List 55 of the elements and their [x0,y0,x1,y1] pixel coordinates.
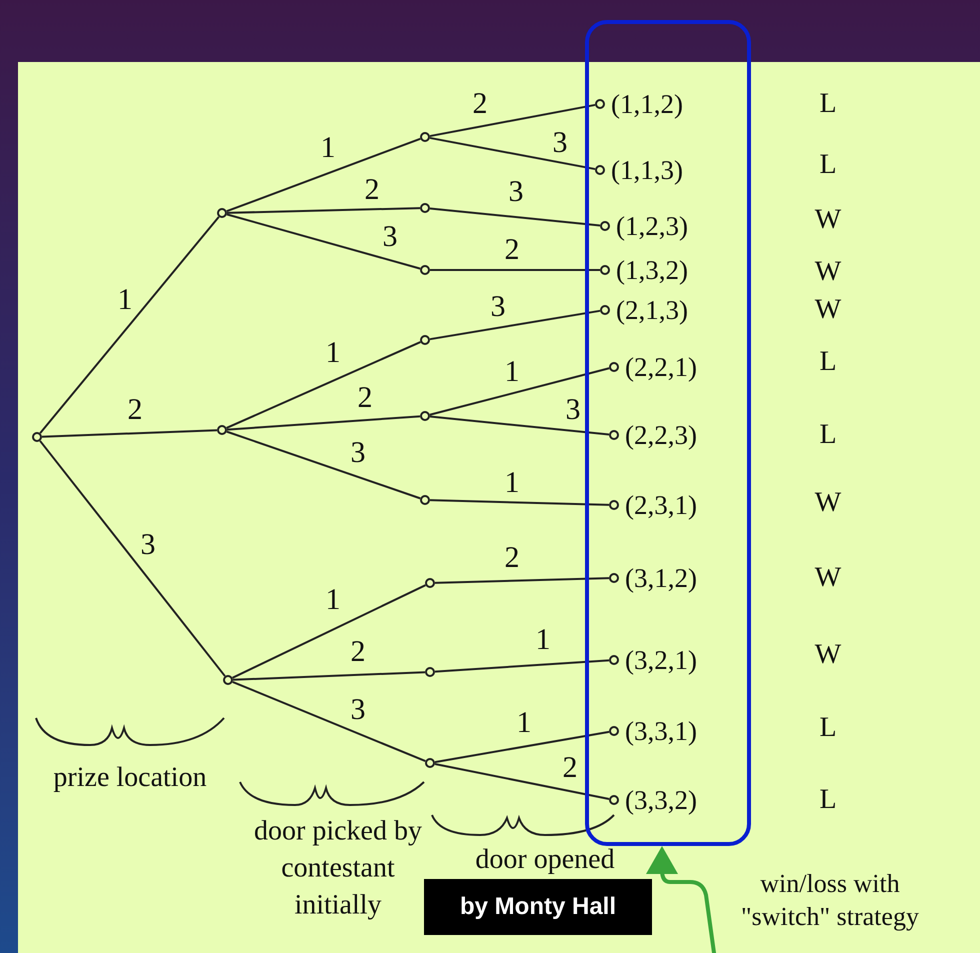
outcome-label: (3,3,1) [609,715,697,747]
outcome-label: (3,2,1) [609,644,697,676]
connector-line [226,138,421,212]
connector-line [39,216,220,434]
outcome-letter: L [818,87,838,121]
connector-line [430,416,610,436]
connector-line [232,671,426,681]
connector-line [430,208,600,226]
caption-tag: by Monty Hall [424,879,652,935]
outcome-letter: L [818,711,838,745]
outcome-label: (1,3,2) [600,254,688,286]
stage-caption: door picked by contestant initially [253,814,423,922]
outcome-label: (3,3,2) [609,784,697,816]
connector-line [226,430,421,500]
connector-line [430,136,596,170]
highlight-frame [585,20,751,846]
connector-line [232,680,426,762]
stage-caption: win/loss with "switch" strategy [740,868,920,933]
connector-line [434,577,610,584]
outcome-label: (2,3,1) [609,489,697,521]
connector-line [226,341,421,429]
outcome-label: (1,1,2) [595,88,683,120]
connector-line [434,659,610,673]
connector-line [226,415,420,431]
outcome-label: (1,2,3) [600,210,688,242]
connector-line [646,846,717,953]
outcome-label: (2,1,3) [600,294,688,326]
connector-line [232,584,426,679]
connector-line [434,763,610,800]
outcome-letter: W [814,638,842,672]
connector-line [434,730,610,764]
connector-line [39,440,226,677]
connector-line [226,207,420,214]
outcome-letter: L [818,418,838,452]
connector-line [430,104,596,138]
connector-line [430,499,610,506]
outcome-letter: W [814,255,842,289]
connector-line [430,310,600,340]
outcome-letter: L [818,148,838,182]
outcome-letter: W [814,293,842,327]
connector-line [42,429,218,438]
outcome-letter: W [814,486,842,520]
outcome-letter: L [818,783,838,817]
connector-line [430,367,610,416]
outcome-label: (1,1,3) [595,154,683,186]
stage-caption: door opened [474,843,616,877]
outcome-letter: W [814,561,842,595]
outcome-label: (3,1,2) [609,562,697,594]
connector-line [430,269,600,271]
outcome-letter: L [818,345,838,379]
stage-caption: prize location [52,761,208,795]
outcome-label: (2,2,3) [609,419,697,451]
connector-line [226,213,420,270]
outcome-letter: W [814,203,842,237]
outcome-label: (2,2,1) [609,351,697,383]
